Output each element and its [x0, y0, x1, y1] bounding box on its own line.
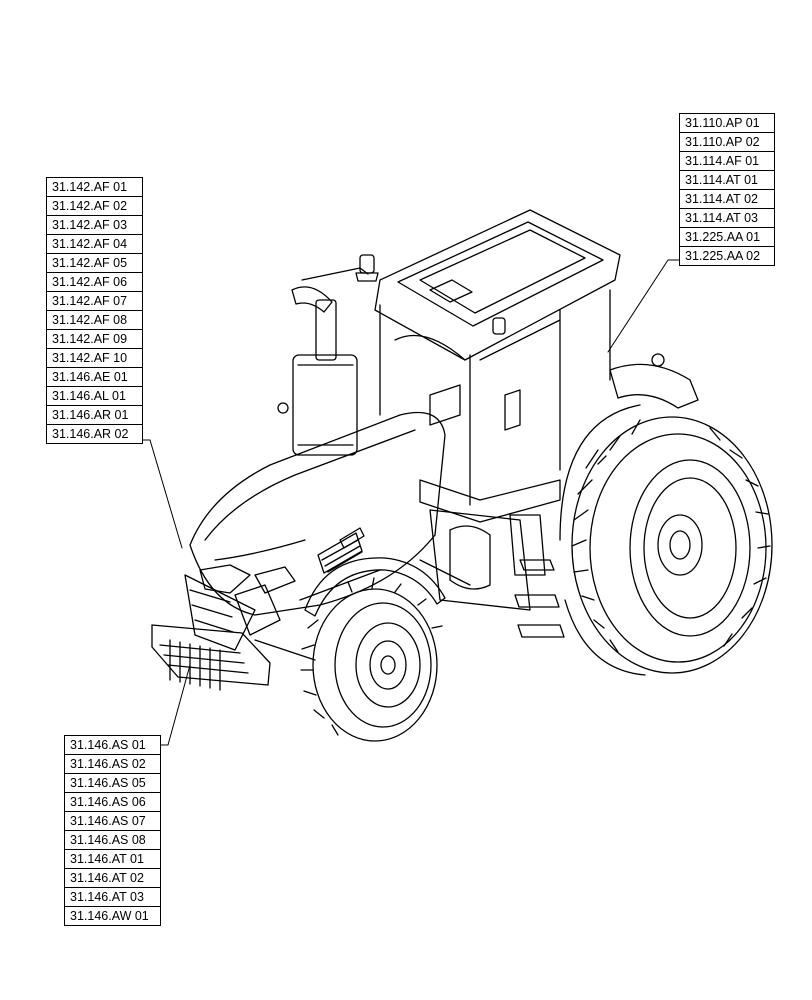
callout-ref[interactable]: 31.142.AF 07 — [47, 292, 142, 311]
callout-ref[interactable]: 31.114.AT 02 — [680, 190, 774, 209]
hood — [189, 411, 446, 616]
leader-line-hood — [140, 439, 183, 549]
callout-box-cab: 31.110.AP 01 31.110.AP 02 31.114.AF 01 3… — [679, 113, 775, 266]
callout-ref[interactable]: 31.146.AT 03 — [65, 888, 160, 907]
callout-ref[interactable]: 31.146.AS 06 — [65, 793, 160, 812]
leader-lines — [140, 259, 680, 746]
beacon-light — [355, 254, 506, 335]
callout-ref[interactable]: 31.146.AS 05 — [65, 774, 160, 793]
leader-line-cab — [607, 259, 680, 353]
callout-ref[interactable]: 31.142.AF 03 — [47, 216, 142, 235]
callout-ref[interactable]: 31.146.AR 02 — [52, 427, 129, 441]
rear-wheel — [559, 404, 773, 676]
callout-ref[interactable]: 31.225.AA 02 — [685, 249, 761, 263]
callout-ref[interactable]: 31.142.AF 02 — [47, 197, 142, 216]
callout-ref[interactable]: 31.142.AF 08 — [47, 311, 142, 330]
callout-ref[interactable]: 31.146.AW 01 — [70, 909, 149, 923]
callout-ref[interactable]: 31.114.AT 03 — [680, 209, 774, 228]
callout-ref[interactable]: 31.142.AF 06 — [47, 273, 142, 292]
callout-ref[interactable]: 31.142.AF 04 — [47, 235, 142, 254]
callout-ref[interactable]: 31.146.AS 02 — [65, 755, 160, 774]
callout-box-hood: 31.142.AF 01 31.142.AF 02 31.142.AF 03 3… — [46, 177, 143, 444]
exhaust-stack — [291, 267, 369, 456]
front-fender — [304, 557, 446, 617]
cab-steps — [514, 559, 565, 638]
front-wheel — [300, 577, 443, 742]
rear-fender — [609, 363, 699, 409]
callout-ref[interactable]: 31.146.AS 07 — [65, 812, 160, 831]
front-weights — [151, 624, 271, 691]
callout-ref[interactable]: 31.146.AE 01 — [47, 368, 142, 387]
callout-ref[interactable]: 31.142.AF 01 — [47, 178, 142, 197]
callout-ref[interactable]: 31.146.AR 01 — [47, 406, 142, 425]
leader-line-front — [158, 664, 191, 746]
chassis — [254, 559, 471, 661]
callout-ref[interactable]: 31.146.AL 01 — [47, 387, 142, 406]
callout-ref[interactable]: 31.142.AF 05 — [47, 254, 142, 273]
callout-ref[interactable]: 31.110.AP 02 — [680, 133, 774, 152]
callout-box-front: 31.146.AS 01 31.146.AS 02 31.146.AS 05 3… — [64, 735, 161, 926]
callout-ref[interactable]: 31.110.AP 01 — [680, 114, 774, 133]
callout-ref[interactable]: 31.146.AS 01 — [65, 736, 160, 755]
callout-ref[interactable]: 31.114.AT 01 — [680, 171, 774, 190]
callout-ref[interactable]: 31.142.AF 09 — [47, 330, 142, 349]
callout-ref[interactable]: 31.146.AS 08 — [65, 831, 160, 850]
callout-ref[interactable]: 31.114.AF 01 — [680, 152, 774, 171]
side-lamp — [277, 402, 289, 414]
callout-ref[interactable]: 31.225.AA 01 — [680, 228, 774, 247]
callout-ref[interactable]: 31.142.AF 10 — [47, 349, 142, 368]
cab — [374, 209, 621, 611]
mirror — [651, 353, 665, 367]
front-grille — [184, 574, 281, 651]
callout-ref[interactable]: 31.146.AT 01 — [65, 850, 160, 869]
callout-ref[interactable]: 31.146.AT 02 — [65, 869, 160, 888]
